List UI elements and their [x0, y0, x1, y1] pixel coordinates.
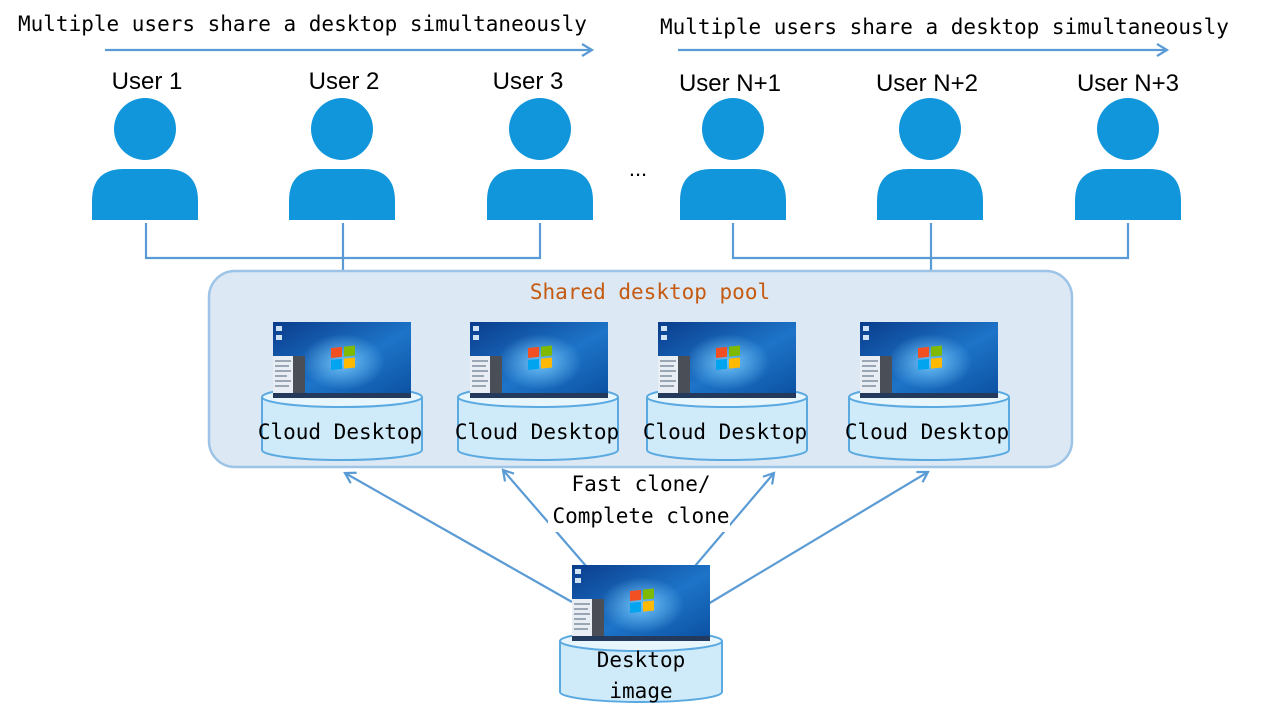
- pool-title: Shared desktop pool: [530, 280, 770, 304]
- clone-arrow-1: [343, 471, 573, 603]
- user-3: User 3: [487, 68, 593, 220]
- clone-label: Fast clone/ Complete clone: [548, 470, 730, 532]
- shared-desktop-pool: Shared desktop pool Cloud Desktop Cloud …: [207, 269, 1074, 469]
- user-icon: [289, 98, 395, 220]
- clone-label-line1: Fast clone/: [571, 472, 710, 496]
- clone-label-line2: Complete clone: [552, 504, 729, 528]
- clone-arrow-2: [501, 468, 587, 567]
- user-1: User 1: [92, 68, 198, 220]
- user-label: User 3: [493, 68, 564, 95]
- cloud-desktop-4: Cloud Desktop: [845, 322, 1010, 461]
- clone-label-background: [548, 470, 730, 532]
- user-label: User 2: [309, 68, 380, 95]
- banner-right-text: Multiple users share a desktop simultane…: [660, 15, 1229, 39]
- user-icon: [487, 98, 593, 220]
- clone-arrow-3: [694, 471, 776, 567]
- user-icon: [877, 98, 983, 220]
- user-label: User 1: [112, 68, 183, 95]
- windows-desktop-icon: [658, 322, 796, 398]
- cloud-desktop-3: Cloud Desktop: [643, 322, 808, 461]
- user-n1: User N+1: [679, 70, 786, 220]
- user-n2: User N+2: [876, 70, 983, 220]
- clone-arrow-4: [707, 470, 930, 605]
- desktop-image-label-line1: Desktop: [597, 648, 686, 672]
- windows-desktop-icon: [470, 322, 608, 398]
- desktop-label: Cloud Desktop: [845, 420, 1009, 444]
- windows-desktop-icon: [572, 565, 710, 641]
- user-icon: [680, 98, 786, 220]
- banner-right: Multiple users share a desktop simultane…: [660, 15, 1229, 57]
- user-icon: [1075, 98, 1181, 220]
- ellipsis: ...: [629, 156, 647, 181]
- desktop-label: Cloud Desktop: [258, 420, 422, 444]
- desktop-image: Desktop image: [559, 565, 723, 703]
- banner-left: Multiple users share a desktop simultane…: [18, 12, 595, 57]
- user-label: User N+2: [876, 70, 978, 97]
- user-label: User N+3: [1077, 70, 1179, 97]
- cloud-desktop-1: Cloud Desktop: [258, 322, 423, 461]
- cloud-desktop-2: Cloud Desktop: [455, 322, 619, 461]
- user-icon: [92, 98, 198, 220]
- banner-left-text: Multiple users share a desktop simultane…: [18, 12, 587, 36]
- desktop-image-label-line2: image: [609, 679, 672, 703]
- user-n3: User N+3: [1075, 70, 1181, 220]
- user-group: User 1 User 2 User 3 ... User N+1: [92, 68, 1181, 220]
- user-label: User N+1: [679, 70, 781, 97]
- desktop-label: Cloud Desktop: [455, 420, 619, 444]
- clone-arrows: [343, 468, 930, 605]
- windows-desktop-icon: [273, 322, 411, 398]
- windows-desktop-icon: [860, 322, 998, 398]
- user-2: User 2: [289, 68, 395, 220]
- desktop-label: Cloud Desktop: [643, 420, 807, 444]
